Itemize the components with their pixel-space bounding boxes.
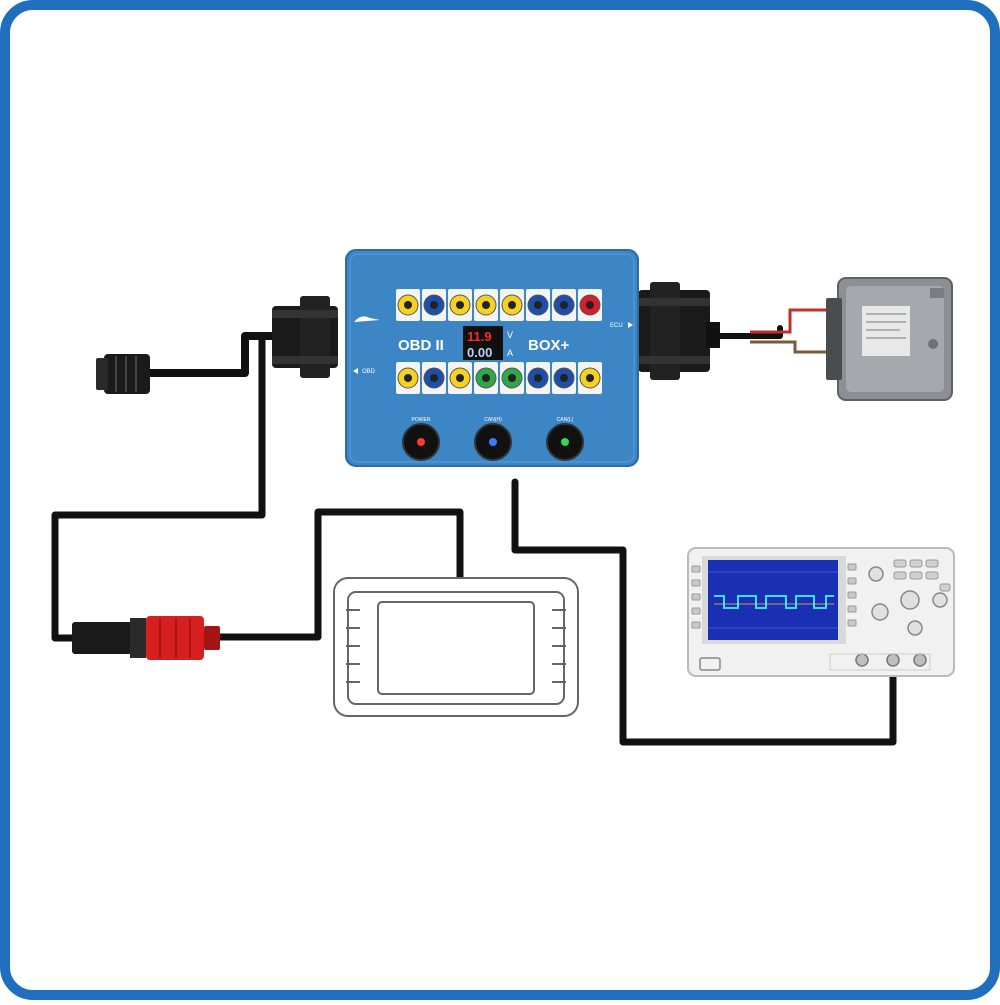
top-jack-1[interactable] xyxy=(396,289,420,321)
switch-label: CAN(L) xyxy=(557,417,574,423)
bottom-jack-5[interactable] xyxy=(500,362,524,394)
bottom-jack-1[interactable] xyxy=(396,362,420,394)
box-title-right: BOX+ xyxy=(528,337,570,354)
switch-can-h[interactable]: CAN(H) xyxy=(474,417,512,461)
ecu-wire-brown xyxy=(750,340,830,354)
db-connector-right xyxy=(638,282,720,380)
cable-box-to-adapter xyxy=(51,334,266,642)
switch-can-l[interactable]: CAN(L) xyxy=(546,417,584,461)
db-connector-left xyxy=(272,296,338,378)
bottom-jack-3[interactable] xyxy=(448,362,472,394)
amp-readout: 0.00 xyxy=(467,345,492,360)
obd-arrow-icon xyxy=(353,368,358,374)
ecu-arrow-icon xyxy=(628,322,633,328)
ecu-module xyxy=(826,277,953,401)
top-jack-6[interactable] xyxy=(526,289,550,321)
volt-readout: 11.9 xyxy=(467,329,492,344)
switch-row: POWER CAN(H) CAN(L) xyxy=(402,417,584,461)
top-jack-3[interactable] xyxy=(448,289,472,321)
obd-adapter-red xyxy=(72,616,220,660)
scope-screen xyxy=(708,560,838,640)
cable-group xyxy=(51,325,897,746)
obd-male-plug xyxy=(96,354,150,394)
bottom-jack-7[interactable] xyxy=(552,362,576,394)
digital-display: 11.9 0.00 V A xyxy=(463,326,513,360)
obd-port-label: OBD xyxy=(362,369,376,375)
scope-trace xyxy=(714,595,834,609)
cable-box-to-oscilloscope xyxy=(511,478,897,746)
ecu-wire-red xyxy=(750,308,830,334)
top-jack-7[interactable] xyxy=(552,289,576,321)
switch-led-icon xyxy=(561,438,569,446)
scan-tool-tablet xyxy=(333,577,579,717)
switch-power[interactable]: POWER xyxy=(402,417,440,461)
amp-unit: A xyxy=(507,348,513,358)
switch-label: POWER xyxy=(412,417,431,423)
volt-unit: V xyxy=(507,330,513,340)
cable-obd-to-box xyxy=(146,332,289,377)
brand-car-icon xyxy=(354,316,380,322)
bottom-jack-4[interactable] xyxy=(474,362,498,394)
bottom-jack-2[interactable] xyxy=(422,362,446,394)
cable-adapter-to-scantool xyxy=(216,508,464,641)
top-jack-5[interactable] xyxy=(500,289,524,321)
oscilloscope xyxy=(687,547,955,677)
top-jack-row xyxy=(396,289,602,321)
ecu-port-label: ECU xyxy=(610,323,623,329)
box-title-left: OBD II xyxy=(398,337,444,354)
switch-led-icon xyxy=(417,438,425,446)
switch-label: CAN(H) xyxy=(484,417,502,423)
top-jack-8[interactable] xyxy=(578,289,602,321)
top-jack-2[interactable] xyxy=(422,289,446,321)
switch-led-icon xyxy=(489,438,497,446)
top-jack-4[interactable] xyxy=(474,289,498,321)
tablet-grips xyxy=(346,609,566,683)
bottom-jack-row xyxy=(396,362,602,394)
bottom-jack-6[interactable] xyxy=(526,362,550,394)
bottom-jack-8[interactable] xyxy=(578,362,602,394)
